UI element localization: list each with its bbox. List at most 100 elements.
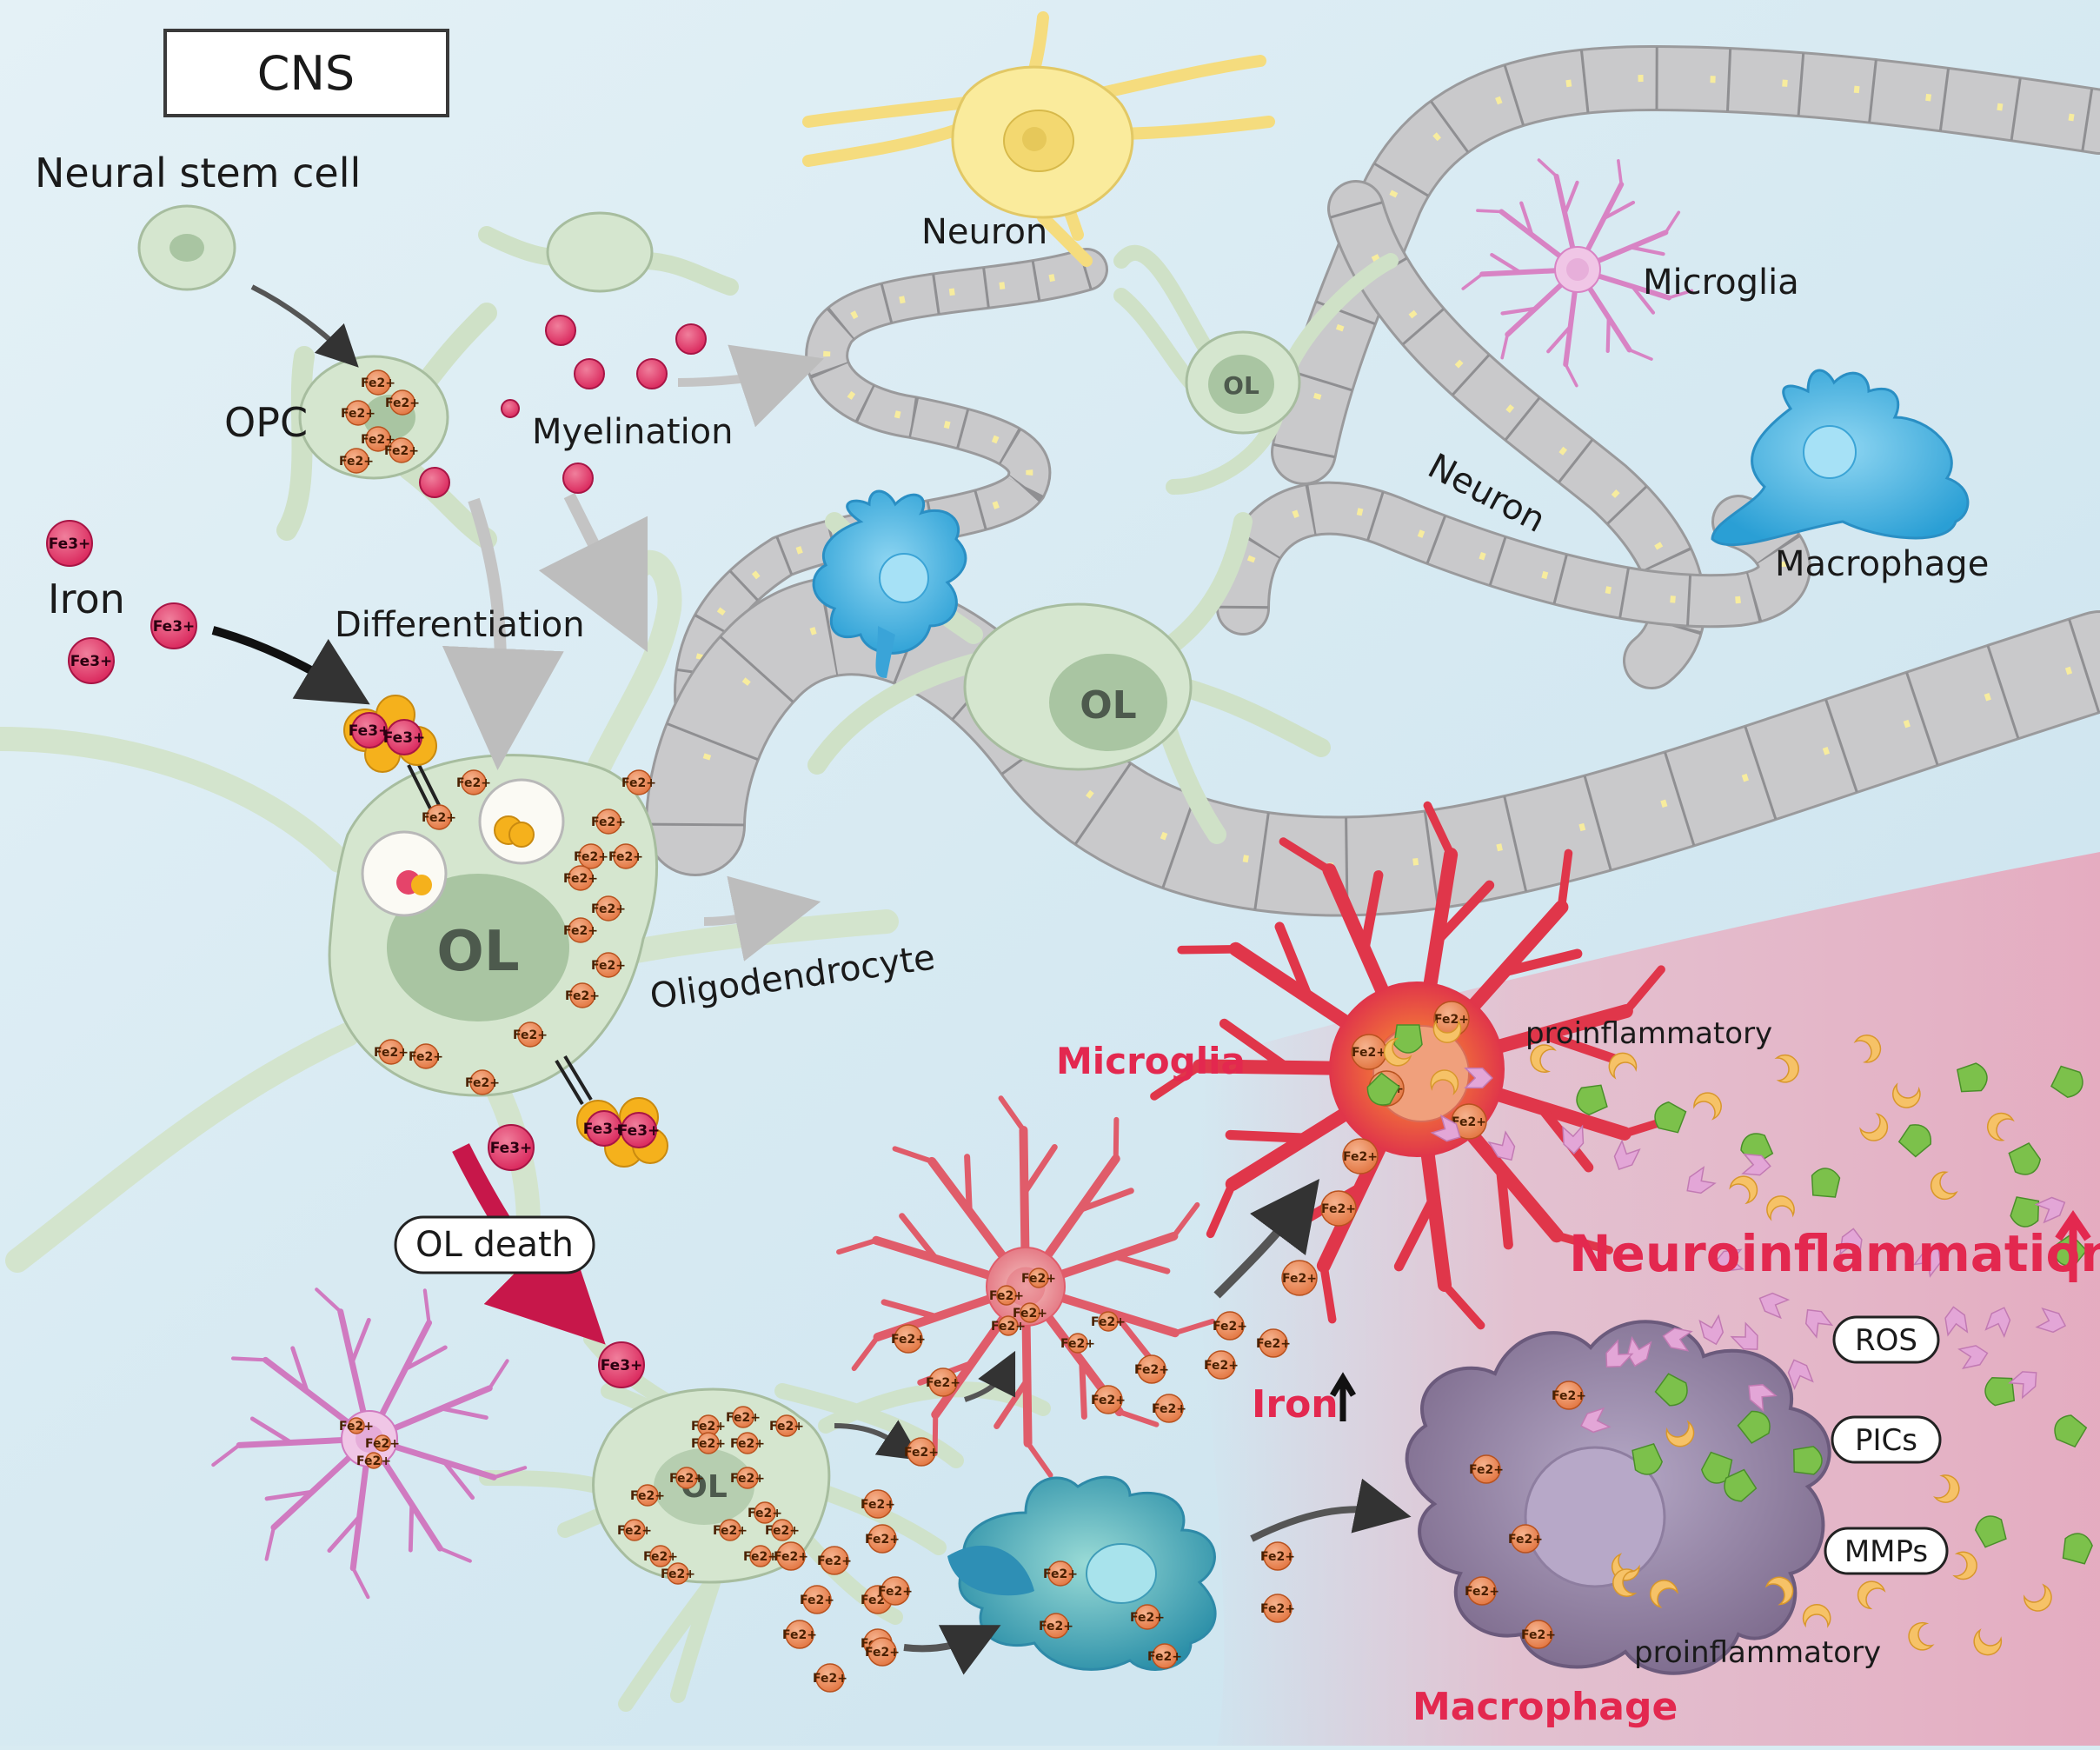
microglia-process <box>382 1385 493 1436</box>
mmp-crescent <box>1892 1082 1921 1108</box>
pic-shield <box>1366 1072 1400 1106</box>
fe2-particle: Fe2+ <box>730 1467 765 1489</box>
mmp-crescent <box>1764 1576 1794 1606</box>
mmp-crescent <box>1432 1019 1462 1043</box>
microglia-soma <box>1554 246 1601 293</box>
fe3-circle <box>621 1112 657 1148</box>
fe2-circle <box>1342 1138 1379 1174</box>
fe2-circle <box>343 448 369 474</box>
fe2-label: Fe2+ <box>800 1594 834 1607</box>
fe2-circle <box>894 1324 923 1354</box>
fe2-particle: Fe2+ <box>608 843 643 869</box>
microglia-branch <box>1564 363 1578 388</box>
microglia-branch <box>994 1377 1031 1429</box>
pic-shield <box>1793 1446 1823 1475</box>
fe2-particle: Fe2+ <box>669 1467 704 1489</box>
microglia-branch <box>1274 922 1313 1002</box>
fe3-particle: Fe3+ <box>618 1112 660 1148</box>
microglia-process <box>1587 230 1669 267</box>
fe2-particle: Fe2+ <box>1204 1350 1239 1380</box>
microglia-branch <box>1359 870 1384 955</box>
fe2-label: Fe2+ <box>1552 1389 1586 1403</box>
fe2-label: Fe2+ <box>563 924 598 938</box>
microglia-process <box>337 1308 369 1426</box>
microglia-process <box>1505 276 1571 337</box>
microglia-branch <box>1393 1194 1439 1272</box>
microglia-process <box>1587 270 1672 301</box>
pic-shield <box>2062 1533 2093 1565</box>
fe2-circle <box>1467 1576 1497 1606</box>
mmp-crescent <box>1530 1044 1557 1073</box>
microglia-branch <box>1440 1281 1485 1330</box>
microglia-branch <box>1113 1116 1120 1161</box>
ros-chevron <box>1758 1292 1791 1320</box>
fe2-particle: Fe2+ <box>339 1417 374 1434</box>
fe2-label: Fe2+ <box>563 872 598 886</box>
iron-dot <box>419 467 450 498</box>
ros-chevron <box>1944 1306 1969 1337</box>
axon-lower-main <box>645 575 2100 917</box>
microglia-branch <box>264 1489 315 1501</box>
fe2-particle: Fe2+ <box>563 917 598 943</box>
fe2-label: Fe2+ <box>617 1524 652 1538</box>
fe3-particle: Fe3+ <box>349 712 390 749</box>
fe2-circle <box>378 1039 404 1065</box>
fe2-circle <box>1093 1385 1123 1414</box>
microglia-branch <box>488 1359 509 1390</box>
oligodendrocyte-dying: OL <box>479 1331 1051 1712</box>
fe2-particle: Fe2+ <box>591 895 626 922</box>
ros-chevron <box>1730 1321 1758 1350</box>
fe2-circle <box>1554 1381 1584 1410</box>
microglia-branch <box>1279 837 1334 875</box>
mmp-crescent <box>1986 1112 2015 1141</box>
mmp-crescent <box>1612 1568 1638 1597</box>
microglia-process <box>1581 182 1625 261</box>
fe2-label: Fe2+ <box>643 1550 678 1564</box>
fe2-circle <box>675 1467 698 1489</box>
microglia-top-label: Microglia <box>1643 263 1799 303</box>
fe2-particle: Fe2+ <box>339 448 374 474</box>
macrophage-top <box>1711 369 1970 547</box>
mmp-crescent <box>1930 1171 1958 1201</box>
microglia-branch <box>1557 848 1573 912</box>
fe2-circle <box>1206 1350 1236 1380</box>
fe2-label: Fe2+ <box>456 776 491 790</box>
microglia-branch <box>290 1346 309 1394</box>
ros-chevron <box>1562 1124 1585 1154</box>
fe2-label: Fe2+ <box>630 1489 665 1503</box>
fe2-circle <box>1511 1524 1540 1554</box>
fe2-particle: Fe2+ <box>574 843 608 869</box>
ros-chevron <box>1957 1345 1989 1369</box>
ol-death-badge: OL death <box>394 1215 595 1274</box>
fe2-label: Fe2+ <box>1260 1602 1295 1616</box>
fe2-circle <box>754 1501 776 1524</box>
iron-dot <box>562 462 594 494</box>
fe2-particle: Fe2+ <box>748 1501 782 1524</box>
fe2-label: Fe2+ <box>1147 1650 1182 1664</box>
fe3-circle <box>46 520 93 567</box>
pic-shield <box>1393 1024 1423 1054</box>
fe2-particle: Fe2+ <box>1021 1268 1056 1288</box>
mmp-crescent <box>1650 1580 1678 1608</box>
fe2-particle: Fe2+ <box>1281 1260 1318 1296</box>
fe2-label: Fe2+ <box>726 1411 761 1425</box>
fe2-particle: Fe2+ <box>361 426 395 452</box>
fe2-label: Fe2+ <box>817 1554 852 1568</box>
fe2-particle: Fe2+ <box>565 982 600 1008</box>
fe2-particle: Fe2+ <box>422 804 456 830</box>
fe2-particle: Fe2+ <box>1013 1302 1047 1323</box>
microglia-process <box>1021 1306 1033 1447</box>
fe2-label: Fe2+ <box>608 850 643 864</box>
neural-stem-cell <box>137 204 236 291</box>
microglia-branch <box>442 1460 475 1500</box>
microglia-branch <box>1020 1144 1058 1196</box>
pic-shield <box>1984 1376 2016 1407</box>
fe2-circle <box>649 1545 672 1567</box>
microglia-process <box>1034 1154 1120 1272</box>
microglia-branch <box>1602 200 1636 221</box>
pic-shield <box>1974 1515 2007 1548</box>
fe2-label: Fe2+ <box>384 444 419 458</box>
arrow-up-icon <box>1329 1372 1357 1421</box>
microglia-branch <box>1116 1409 1160 1427</box>
